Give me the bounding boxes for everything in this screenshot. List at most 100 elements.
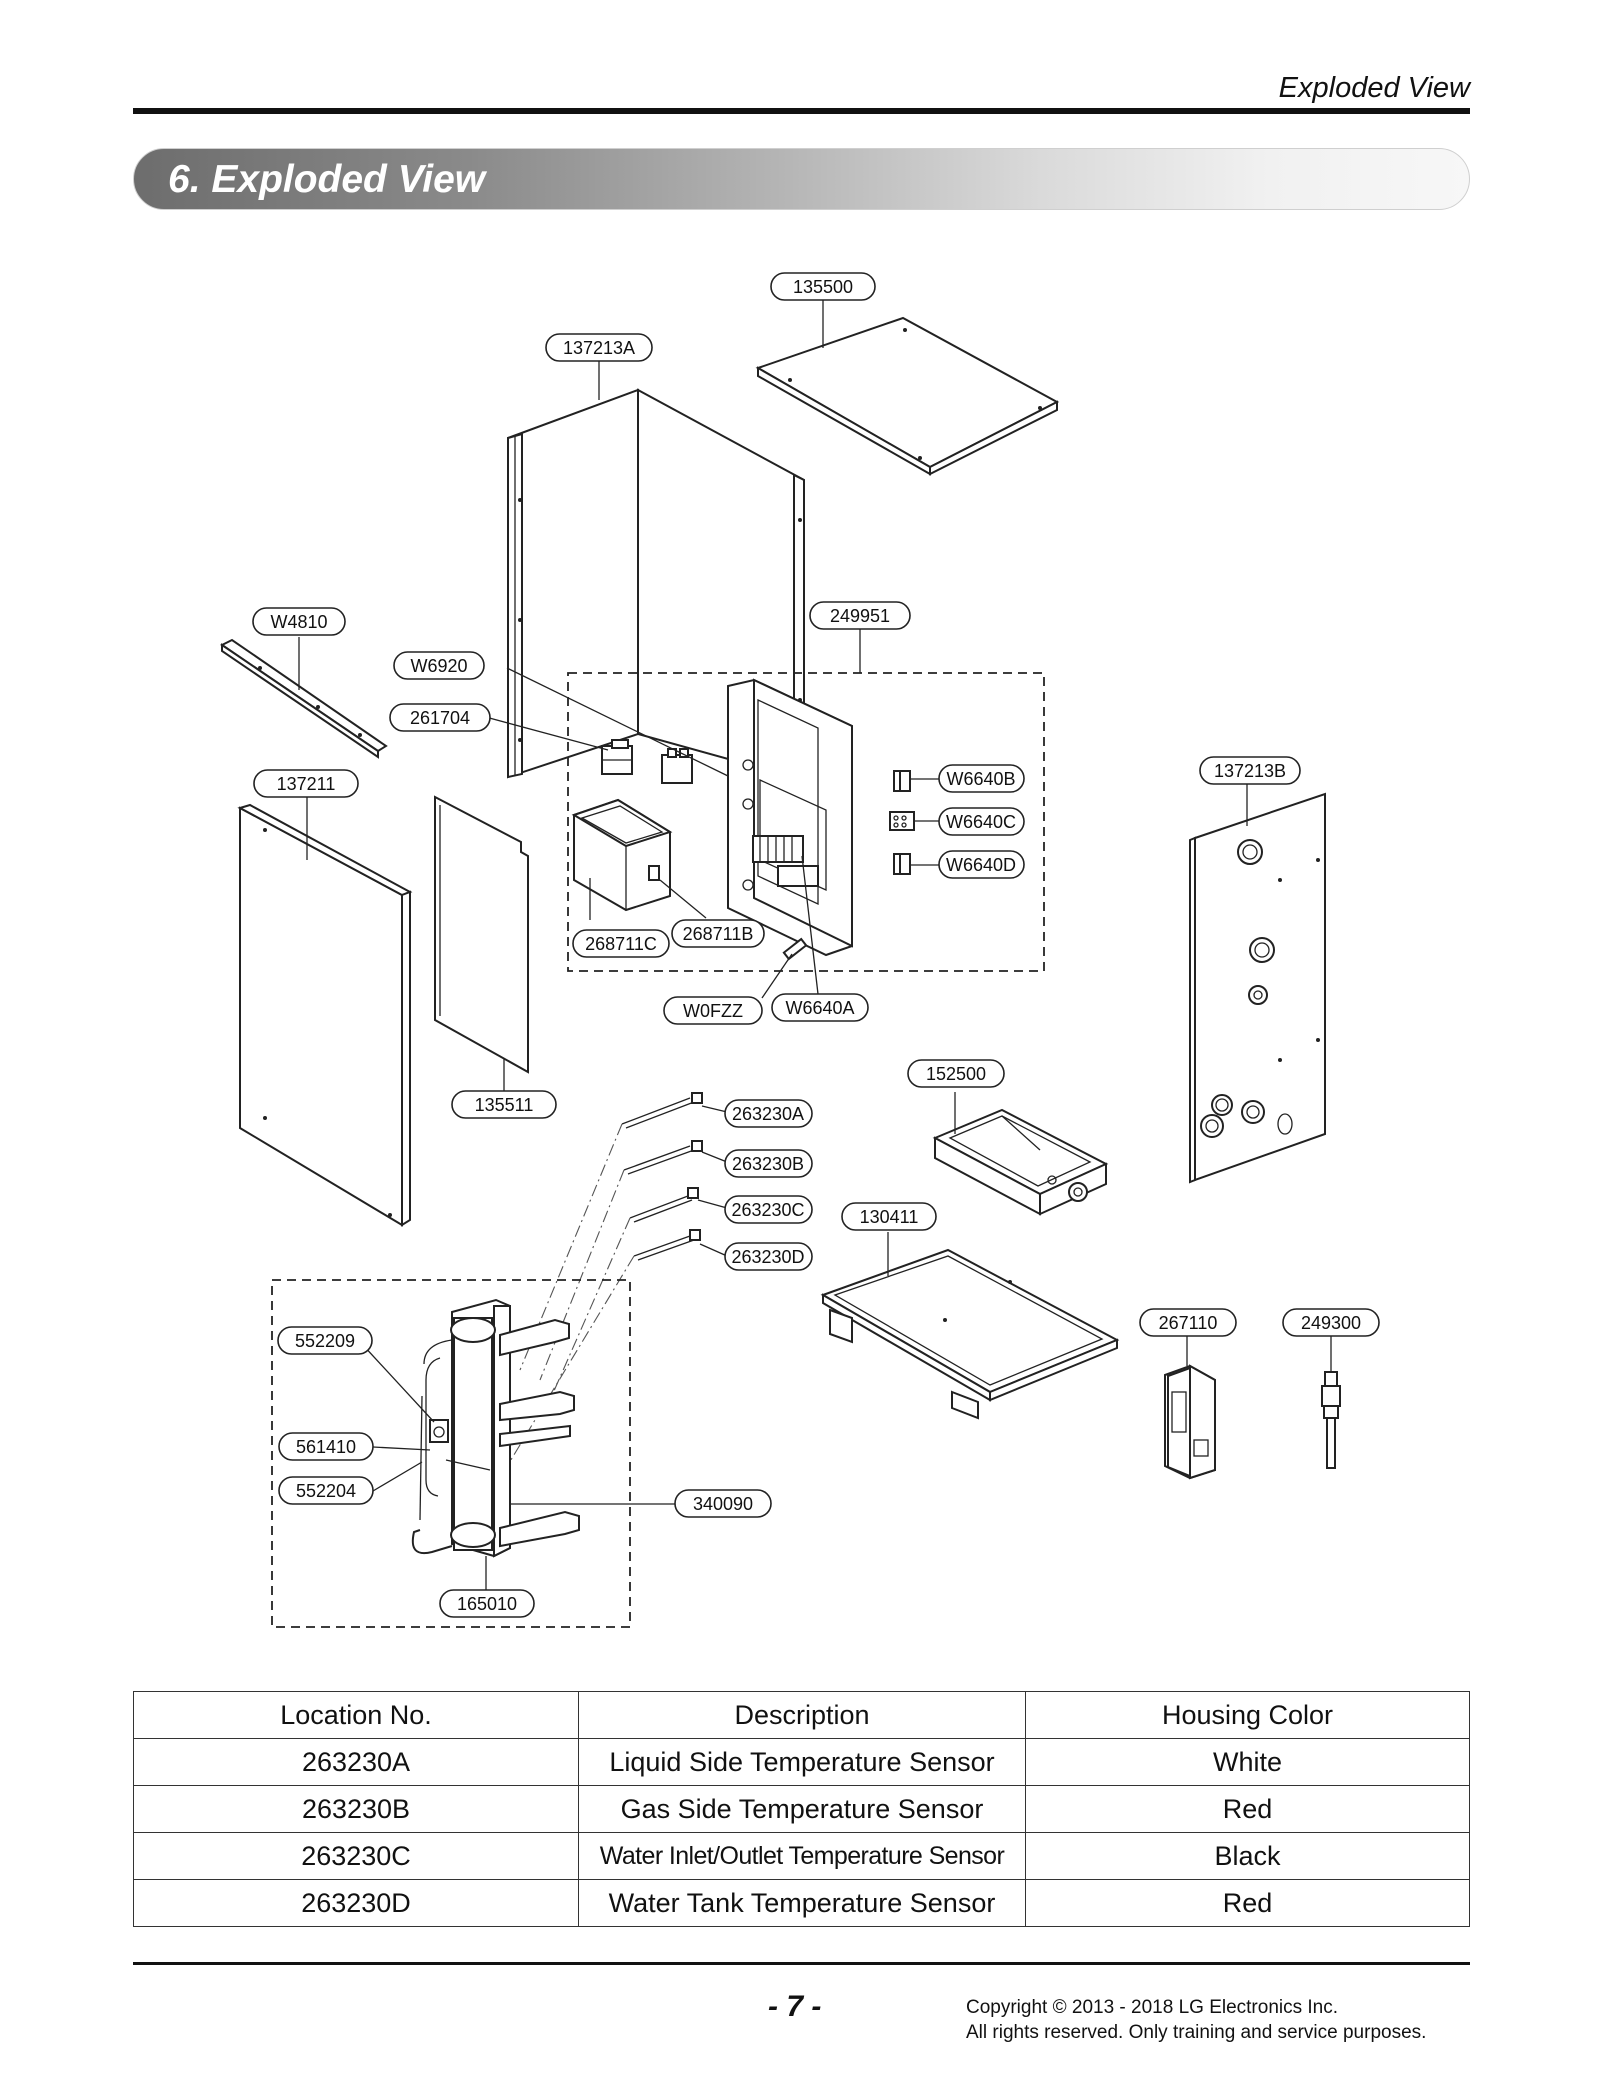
sensor-table: Location No. Description Housing Color 2…: [133, 1691, 1470, 1927]
relay: [661, 748, 693, 784]
callout-249300: 249300: [1282, 1308, 1380, 1337]
side-panel: [1189, 792, 1326, 1184]
control-box-group: [567, 672, 1045, 972]
callout-249951: 249951: [809, 601, 911, 630]
page-number: - 7 -: [768, 1990, 822, 2023]
svg-text:152500: 152500: [926, 1064, 986, 1084]
callout-268711b: 268711B: [671, 919, 765, 948]
svg-text:W6640A: W6640A: [785, 998, 854, 1018]
cell-color: Red: [1025, 1879, 1470, 1927]
exploded-view-diagram: 135500 137213A W4810 W6920 249951 261704…: [220, 272, 1380, 1628]
header-rule: [133, 108, 1470, 114]
cell-description: Liquid Side Temperature Sensor: [578, 1738, 1026, 1786]
callout-263230c: 263230C: [724, 1195, 813, 1224]
callout-135500: 135500: [770, 272, 876, 301]
callout-w6640b: W6640B: [938, 764, 1025, 793]
section-title: 6. Exploded View: [168, 158, 486, 201]
cell-color: Red: [1025, 1785, 1470, 1833]
table-row: 263230A Liquid Side Temperature Sensor W…: [133, 1738, 1470, 1786]
bracket: [220, 638, 388, 759]
cell-color: White: [1025, 1738, 1470, 1786]
cell-color: Black: [1025, 1832, 1470, 1880]
cell-location: 263230D: [133, 1879, 579, 1927]
tank-sensor: [1321, 1371, 1341, 1469]
callout-137211: 137211: [253, 769, 359, 798]
svg-text:W4810: W4810: [270, 612, 327, 632]
remote-controller: [1164, 1364, 1216, 1480]
cell-description: Gas Side Temperature Sensor: [578, 1785, 1026, 1833]
col-location: Location No.: [133, 1691, 579, 1739]
callout-w6640d: W6640D: [938, 850, 1025, 879]
svg-text:135511: 135511: [475, 1095, 534, 1115]
rear-corner-panel: [507, 388, 805, 782]
callout-w4810: W4810: [252, 607, 346, 636]
callout-130411: 130411: [841, 1202, 937, 1231]
svg-text:165010: 165010: [457, 1594, 517, 1614]
svg-text:561410: 561410: [296, 1437, 356, 1457]
callout-w6920: W6920: [393, 651, 485, 680]
base-pan: [820, 1248, 1120, 1420]
copyright-line: Copyright © 2013 - 2018 LG Electronics I…: [966, 1997, 1339, 2018]
inner-cover: [434, 795, 529, 1074]
heat-exchanger: [411, 1298, 580, 1558]
svg-text:552209: 552209: [295, 1331, 355, 1351]
sensor-wires: [621, 1092, 703, 1261]
svg-text:268711B: 268711B: [683, 924, 754, 944]
callout-263230a: 263230A: [724, 1099, 813, 1128]
svg-text:268711C: 268711C: [585, 934, 657, 954]
callout-267110: 267110: [1139, 1308, 1237, 1337]
svg-text:263230A: 263230A: [732, 1104, 804, 1124]
table-row: 263230B Gas Side Temperature Sensor Red: [133, 1785, 1470, 1833]
callout-552204: 552204: [278, 1476, 374, 1505]
svg-text:249951: 249951: [830, 606, 890, 626]
callout-340090: 340090: [674, 1489, 772, 1518]
callout-552209: 552209: [277, 1326, 373, 1355]
svg-text:137213B: 137213B: [1214, 761, 1286, 781]
svg-text:249300: 249300: [1301, 1313, 1361, 1333]
heat-exchanger-group: [271, 1279, 631, 1628]
top-panel: [755, 316, 1060, 476]
svg-text:137211: 137211: [277, 774, 336, 794]
table-row: 263230C Water Inlet/Outlet Temperature S…: [133, 1832, 1470, 1880]
cell-description: Water Tank Temperature Sensor: [578, 1879, 1026, 1927]
copyright: Copyright © 2013 - 2018 LG Electronics I…: [966, 1995, 1426, 2045]
table-row: 263230D Water Tank Temperature Sensor Re…: [133, 1879, 1470, 1927]
header-title: Exploded View: [1278, 72, 1470, 104]
svg-text:135500: 135500: [793, 277, 853, 297]
col-description: Description: [578, 1691, 1026, 1739]
svg-text:W0FZZ: W0FZZ: [683, 1001, 743, 1021]
sub-box: [571, 798, 673, 912]
callout-w0fzz: W0FZZ: [663, 996, 763, 1025]
svg-text:267110: 267110: [1159, 1313, 1218, 1333]
control-box: [727, 678, 853, 957]
footer-rule: [133, 1962, 1470, 1965]
terminal-c: [889, 811, 915, 831]
terminal-b: [893, 770, 911, 792]
terminal-d: [893, 853, 911, 875]
col-housing-color: Housing Color: [1025, 1691, 1470, 1739]
cell-location: 263230B: [133, 1785, 579, 1833]
svg-text:W6640D: W6640D: [946, 855, 1016, 875]
callout-263230b: 263230B: [724, 1149, 813, 1178]
cell-description: Water Inlet/Outlet Temperature Sensor: [578, 1832, 1026, 1880]
svg-text:137213A: 137213A: [563, 338, 635, 358]
callout-w6640c: W6640C: [938, 807, 1025, 836]
callout-w6640a: W6640A: [771, 993, 869, 1022]
copyright-line: All rights reserved. Only training and s…: [966, 2022, 1427, 2043]
callout-135511: 135511: [451, 1090, 557, 1119]
callout-263230d: 263230D: [724, 1242, 813, 1271]
callout-137213b: 137213B: [1199, 756, 1301, 785]
svg-text:W6920: W6920: [410, 656, 467, 676]
svg-text:263230B: 263230B: [732, 1154, 804, 1174]
drain-pan: [932, 1108, 1109, 1216]
transformer: [601, 739, 633, 775]
callout-561410: 561410: [278, 1432, 374, 1461]
fuse: [782, 937, 808, 961]
callout-152500: 152500: [907, 1059, 1005, 1088]
cell-location: 263230A: [133, 1738, 579, 1786]
svg-text:263230C: 263230C: [731, 1200, 804, 1220]
svg-text:130411: 130411: [860, 1207, 919, 1227]
svg-text:W6640B: W6640B: [946, 769, 1015, 789]
svg-text:261704: 261704: [410, 708, 470, 728]
table-header-row: Location No. Description Housing Color: [133, 1691, 1470, 1739]
